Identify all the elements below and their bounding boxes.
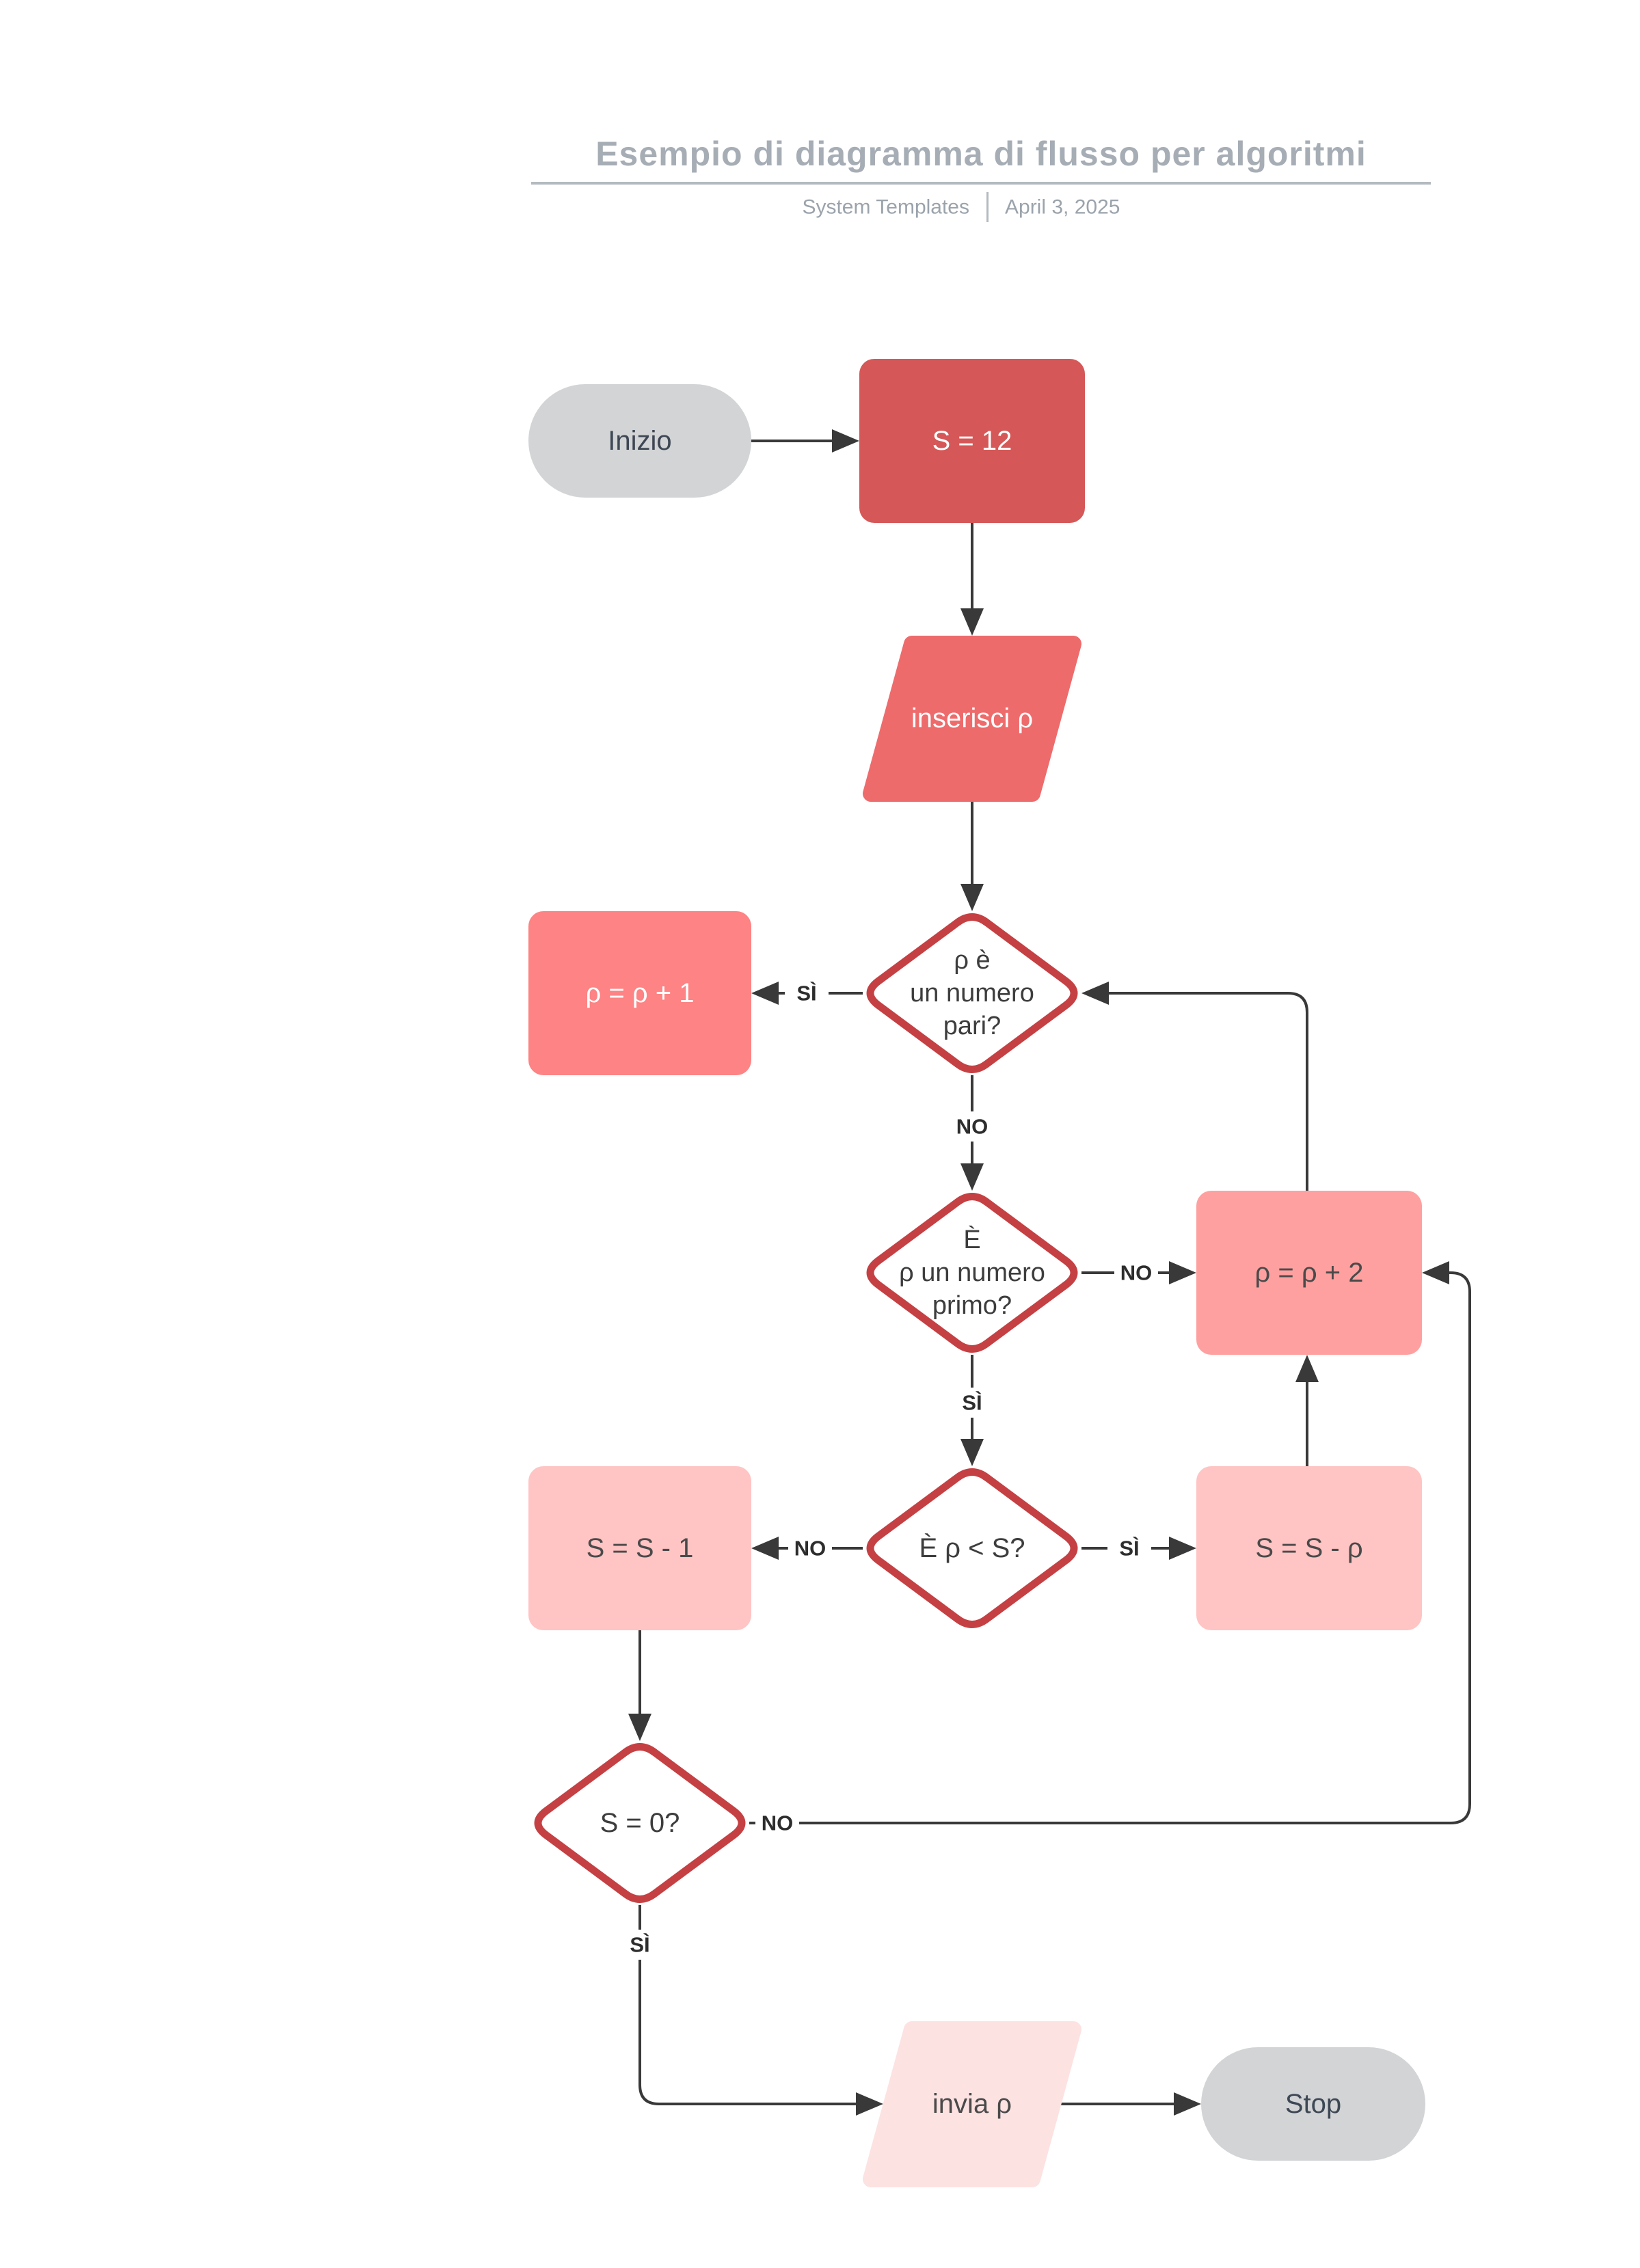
node-label-primo-line1: È xyxy=(963,1225,980,1254)
arrowhead-into-rhoplus2-right xyxy=(1422,1261,1449,1284)
edge-label-text: NO xyxy=(956,1115,989,1139)
terminator-shape-inizio xyxy=(528,384,751,498)
process-shape-s-minus-rho xyxy=(1196,1466,1422,1630)
node-label-primo-line2: ρ un numero xyxy=(899,1258,1045,1287)
arrowhead-into-input xyxy=(960,608,984,636)
edge-label-chip xyxy=(1107,1533,1151,1563)
edge-label-chip xyxy=(785,978,829,1008)
decision-shape-s-eq-0 xyxy=(534,1743,746,1903)
byline-separator xyxy=(986,192,989,222)
node-inizio: Inizio xyxy=(528,384,751,498)
arrowheads xyxy=(628,429,1449,2116)
node-rho-plus-1: ρ = ρ + 1 xyxy=(528,911,751,1075)
arrowhead-into-rhoplus2-bottom xyxy=(1295,1355,1319,1382)
node-rho-lt-s: È ρ < S? xyxy=(866,1468,1078,1628)
node-label-pari-line3: pari? xyxy=(943,1012,1002,1040)
node-s-eq-0: S = 0? xyxy=(534,1743,746,1903)
arrowhead-into-rhoplus1 xyxy=(751,982,779,1005)
edge-label-text: SÌ xyxy=(962,1391,982,1415)
terminator-shape-stop xyxy=(1201,2047,1425,2161)
node-rho-plus-2: ρ = ρ + 2 xyxy=(1196,1191,1422,1355)
node-primo: È ρ un numero primo? xyxy=(866,1193,1078,1353)
arrowhead-into-output xyxy=(856,2092,883,2116)
edge-label-chip xyxy=(788,1533,832,1563)
date: April 3, 2025 xyxy=(1005,196,1120,219)
edge-szero-no-loop xyxy=(749,1271,1471,1824)
node-label-primo-line3: primo? xyxy=(932,1291,1012,1320)
arrowhead-into-sminusrho xyxy=(1169,1537,1196,1560)
arrowhead-into-lt xyxy=(960,1439,984,1466)
node-label-output-rho: invia ρ xyxy=(932,2089,1012,2119)
edge-label-primo-si: SÌ xyxy=(950,1388,994,1418)
edge-rhoplus2-pari-loop xyxy=(1106,992,1308,1191)
arrowhead-into-sminus1 xyxy=(751,1537,779,1560)
arrowhead-into-stop xyxy=(1174,2092,1201,2116)
decision-shape-primo xyxy=(866,1193,1078,1353)
edges xyxy=(638,440,1471,2105)
edge-labels: SÌ NO NO SÌ NO SÌ NO SÌ xyxy=(618,978,1158,1960)
node-output-rho: invia ρ xyxy=(863,2021,1081,2187)
arrowhead-into-pari-top xyxy=(960,884,984,911)
node-label-pari-line1: ρ è xyxy=(954,946,990,975)
edge-label-text: NO xyxy=(794,1537,826,1561)
edge-label-pari-si: SÌ xyxy=(785,978,829,1008)
node-label-s-minus-1: S = S - 1 xyxy=(587,1533,694,1563)
node-label-input-rho: inserisci ρ xyxy=(911,703,1033,733)
page-title: Esempio di diagramma di flusso per algor… xyxy=(595,135,1367,173)
node-label-rho-lt-s: È ρ < S? xyxy=(919,1533,1025,1563)
node-label-pari-line2: un numero xyxy=(910,979,1034,1008)
node-s-minus-rho: S = S - ρ xyxy=(1196,1466,1422,1630)
edge-szero-si xyxy=(638,1905,859,2105)
node-s-minus-1: S = S - 1 xyxy=(528,1466,751,1630)
node-label-inizio: Inizio xyxy=(608,426,671,456)
edge-label-chip xyxy=(755,1808,799,1838)
edge-label-chip xyxy=(950,1388,994,1418)
io-shape-output-rho xyxy=(863,2021,1081,2187)
edge-label-text: SÌ xyxy=(796,982,816,1005)
process-shape-rho-plus-1 xyxy=(528,911,751,1075)
edge-label-lt-no: NO xyxy=(788,1533,832,1563)
node-set-s: S = 12 xyxy=(859,359,1085,523)
arrowhead-into-primo xyxy=(960,1163,984,1191)
process-shape-rho-plus-2 xyxy=(1196,1191,1422,1355)
node-label-rho-plus-1: ρ = ρ + 1 xyxy=(586,978,695,1008)
edge-label-chip xyxy=(618,1930,662,1960)
edge-label-text: SÌ xyxy=(1119,1537,1139,1561)
node-label-stop: Stop xyxy=(1285,2089,1341,2119)
edge-label-primo-no: NO xyxy=(1114,1258,1158,1288)
node-input-rho: inserisci ρ xyxy=(863,636,1081,802)
arrowhead-into-pari-right xyxy=(1081,982,1109,1005)
edge-label-zero-si: SÌ xyxy=(618,1930,662,1960)
arrowhead-into-szero xyxy=(628,1714,651,1741)
edge-label-lt-si: SÌ xyxy=(1107,1533,1151,1563)
edge-label-chip xyxy=(950,1111,994,1142)
edge-label-text: NO xyxy=(1120,1261,1153,1285)
node-label-rho-plus-2: ρ = ρ + 2 xyxy=(1255,1258,1364,1288)
node-label-set-s: S = 12 xyxy=(932,426,1012,456)
byline: System Templates xyxy=(802,196,969,219)
node-label-s-minus-rho: S = S - ρ xyxy=(1255,1533,1362,1563)
edge-label-pari-no: NO xyxy=(950,1111,994,1142)
edge-label-zero-no: NO xyxy=(755,1808,799,1838)
node-label-s-eq-0: S = 0? xyxy=(600,1808,680,1838)
decision-shape-pari xyxy=(866,913,1078,1073)
edge-label-chip xyxy=(1114,1258,1158,1288)
process-shape-set-s xyxy=(859,359,1085,523)
node-pari: ρ è un numero pari? xyxy=(866,913,1078,1073)
arrowhead-into-sets xyxy=(832,429,859,453)
edge-label-text: SÌ xyxy=(630,1933,649,1957)
edge-label-text: NO xyxy=(762,1811,794,1835)
decision-shape-rho-lt-s xyxy=(866,1468,1078,1628)
arrowhead-into-rhoplus2-left xyxy=(1169,1261,1196,1284)
node-stop: Stop xyxy=(1201,2047,1425,2161)
io-shape-input-rho xyxy=(863,636,1081,802)
process-shape-s-minus-1 xyxy=(528,1466,751,1630)
